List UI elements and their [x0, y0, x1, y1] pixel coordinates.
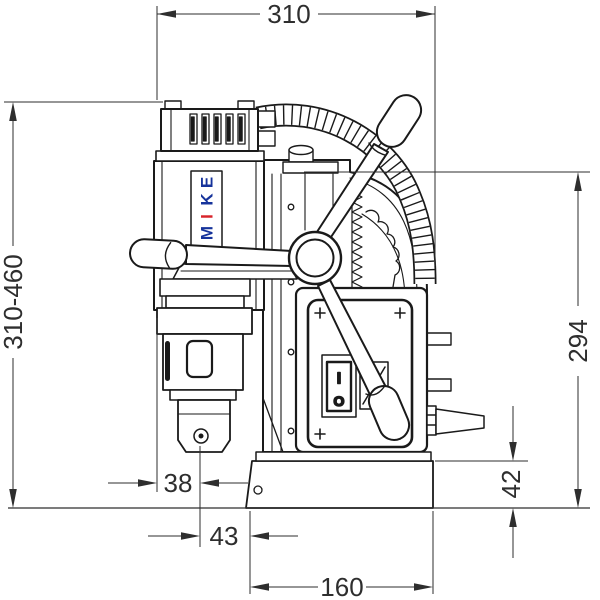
logo-label [190, 170, 223, 249]
dimension-slide-height: 294 [304, 171, 593, 508]
drill-chuck [177, 399, 231, 453]
base-hole [253, 485, 263, 495]
feed-handle[interactable] [129, 89, 427, 444]
cable-conduit [255, 103, 437, 285]
side-tab-lower [426, 378, 452, 392]
dim-43-label: 43 [210, 521, 239, 551]
conduit-connector [257, 110, 276, 128]
side-tab-upper [426, 332, 452, 346]
control-panel [306, 298, 414, 449]
dimension-base-length: 160 [249, 511, 434, 600]
logo-letter-i: I [198, 214, 217, 219]
slide-screws [287, 203, 295, 435]
cable-gland [426, 405, 485, 436]
gear-cover-lobes [361, 209, 406, 299]
dim-294-label: 294 [563, 319, 593, 362]
dimension-spindle-offset: 38 [108, 468, 248, 498]
stand-top-cap [282, 144, 339, 174]
dimension-base-height: 42 [435, 406, 528, 558]
power-switch[interactable]: I O [321, 354, 357, 418]
handle-knob-left[interactable] [129, 238, 188, 270]
vent-slots [189, 113, 246, 145]
logo-letter-k: K [198, 193, 217, 206]
dimension-top-width: 310 [156, 0, 436, 266]
foot-plate [255, 451, 432, 462]
dimension-spindle-to-base: 43 [148, 521, 298, 551]
dim-310-460-label: 310-460 [0, 254, 28, 349]
logo-letter-m: M [198, 226, 217, 240]
handle-knob-lower[interactable] [364, 381, 413, 444]
dim-160-label: 160 [320, 572, 363, 600]
magnetic-base [245, 460, 434, 509]
switch-on-label: I [337, 371, 341, 388]
dim-38-label: 38 [164, 468, 193, 498]
chuck-set-screw [193, 428, 209, 444]
gearbox [156, 263, 298, 453]
switch-off-label: O [334, 393, 345, 409]
gearbox-window [185, 339, 214, 379]
motor-flange [155, 150, 265, 162]
handle-knob-upper[interactable] [368, 89, 427, 156]
logo-letter-e: E [198, 177, 217, 188]
dim-310-label: 310 [267, 0, 310, 29]
dim-42-label: 42 [496, 470, 526, 499]
dimension-height-range: 310-460 [0, 101, 163, 508]
mike-logo: M I K E [190, 170, 223, 249]
